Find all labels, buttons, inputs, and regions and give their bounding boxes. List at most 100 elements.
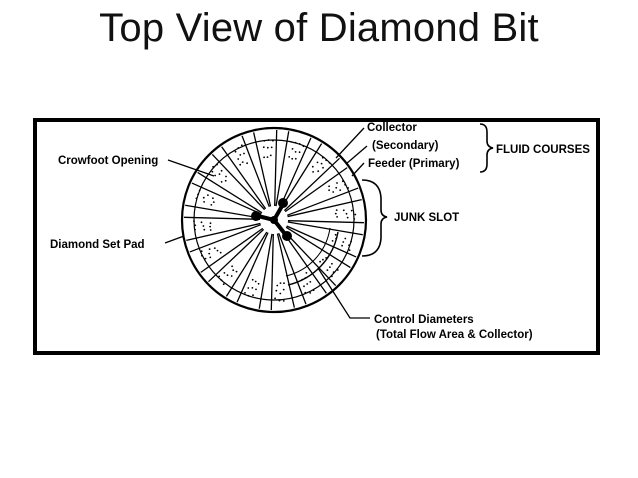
diamond-dot (347, 217, 349, 219)
diamond-dot (267, 147, 269, 149)
diamond-dot (267, 156, 269, 158)
diamond-dot (332, 240, 334, 242)
diamond-dot (236, 271, 238, 273)
diamond-dot (224, 272, 226, 274)
diamond-dot (196, 198, 198, 200)
diamond-dot (329, 162, 331, 164)
diamond-dot (231, 265, 233, 267)
label-feeder: Feeder (Primary) (368, 158, 460, 170)
diamond-dot (283, 289, 285, 291)
diamond-dot (221, 181, 223, 183)
diamond-dot (303, 145, 305, 147)
diamond-dot (214, 175, 216, 177)
diamond-dot (343, 209, 345, 211)
diamond-dot (322, 157, 324, 159)
diamond-dot (319, 261, 321, 263)
label-total-flow-area: (Total Flow Area & Collector) (376, 329, 533, 341)
diamond-dot (209, 226, 211, 228)
diamond-dot (270, 155, 272, 157)
diamond-dot (295, 142, 297, 144)
diamond-dot (252, 279, 254, 281)
diamond-dot (347, 187, 349, 189)
diamond-dot (263, 146, 265, 148)
diamond-dot (303, 285, 305, 287)
diamond-dot (244, 292, 246, 294)
diamond-dot (325, 159, 327, 161)
diamond-dot (275, 290, 277, 292)
diamond-dot (350, 241, 352, 243)
diamond-dot (353, 218, 355, 220)
diamond-dot (295, 151, 297, 153)
diamond-dot (203, 197, 205, 199)
diamond-dot (197, 194, 199, 196)
diamond-dot (203, 201, 205, 203)
diamond-dot (247, 287, 249, 289)
diamond-dot (336, 216, 338, 218)
diamond-dot (220, 252, 222, 254)
diamond-dot (255, 289, 257, 291)
diamond-dot (337, 269, 339, 271)
label-secondary: (Secondary) (372, 140, 439, 152)
diamond-dot (335, 187, 337, 189)
diamond-dot (237, 147, 239, 149)
diamond-dot (223, 283, 225, 285)
diamond-dot (321, 163, 323, 165)
diamond-dot (317, 162, 319, 164)
diamond-dot (322, 167, 324, 169)
diamond-dot (201, 255, 203, 257)
diamond-dot (328, 185, 330, 187)
diamond-dot (335, 234, 337, 236)
diamond-dot (210, 204, 212, 206)
diamond-dot (291, 158, 293, 160)
diamond-dot (331, 263, 333, 265)
diamond-dot (313, 289, 315, 291)
label-diamond-set-pad: Diamond Set Pad (50, 239, 145, 251)
diamond-dot (268, 139, 270, 141)
label-collector: Collector (367, 122, 417, 134)
diamond-dot (309, 281, 311, 283)
diamond-dot (225, 176, 227, 178)
diamond-dot (344, 238, 346, 240)
diamond-dot (232, 269, 234, 271)
diamond-dot (312, 166, 314, 168)
diamond-dot (231, 275, 233, 277)
fluid-courses-bracket (480, 124, 493, 172)
diamond-dot (317, 170, 319, 172)
diamond-dot (255, 281, 257, 283)
diamond-dot (252, 287, 254, 289)
diamond-dot (331, 275, 333, 277)
label-fluid-courses: FLUID COURSES (496, 144, 590, 156)
diamond-dot (210, 222, 212, 224)
diamond-dot (225, 180, 227, 182)
diamond-dot (271, 147, 273, 149)
diamond-dot (212, 166, 214, 168)
diamond-dot (214, 247, 216, 249)
diamond-dot (336, 209, 338, 211)
diamond-dot (336, 182, 338, 184)
label-control-diameters: Control Diameters (374, 314, 474, 326)
diamond-dot (351, 210, 353, 212)
diamond-dot (209, 257, 211, 259)
diamond-dot (219, 173, 221, 175)
diamond-dot (201, 250, 203, 252)
diamond-dot (322, 259, 324, 261)
diamond-dot (227, 274, 229, 276)
diamond-dot (221, 279, 223, 281)
diamond-dot (193, 220, 195, 222)
diamond-dot (272, 140, 274, 142)
diamond-dot (264, 140, 266, 142)
label-crowfoot-opening: Crowfoot Opening (58, 155, 158, 167)
diamond-dot (210, 229, 212, 231)
diamond-dot (203, 229, 205, 231)
label-junk-slot: JUNK SLOT (394, 212, 459, 224)
diamond-dot (329, 266, 331, 268)
diamond-dot (309, 292, 311, 294)
diamond-dot (258, 283, 260, 285)
diamond-dot (332, 191, 334, 193)
diamond-dot (252, 294, 254, 296)
diamond-dot (342, 180, 344, 182)
diamond-dot (246, 162, 248, 164)
diamond-dot (263, 156, 265, 158)
diamond-dot (299, 151, 301, 153)
